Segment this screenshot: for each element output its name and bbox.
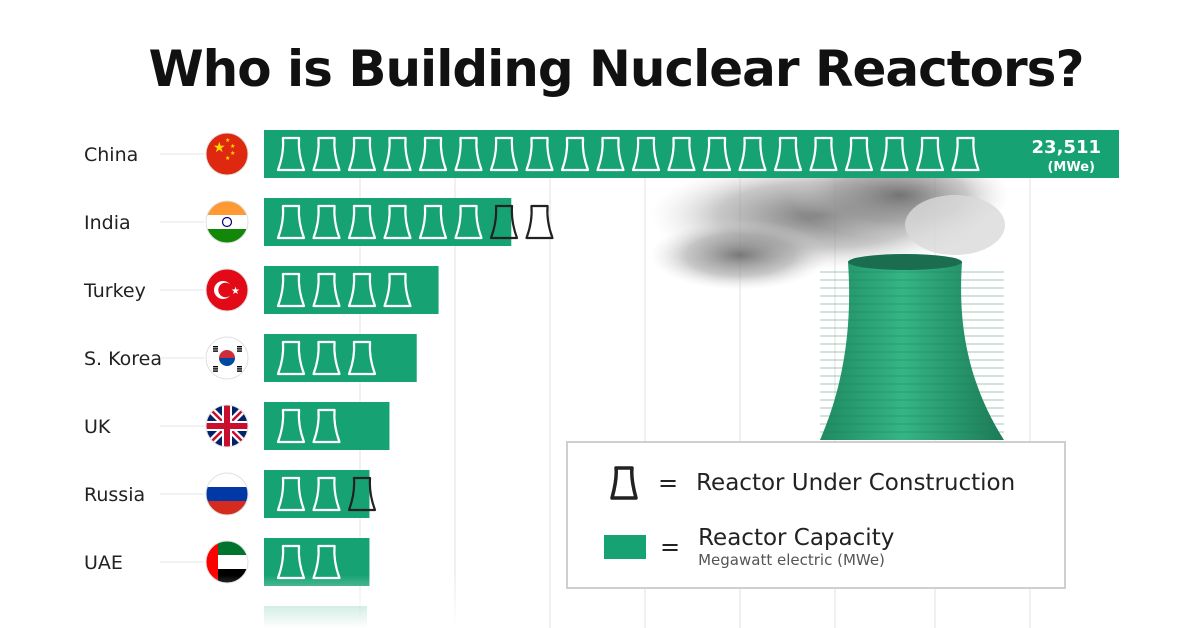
- bottom-fade: [0, 575, 460, 628]
- country-label: India: [84, 212, 131, 234]
- reactor-icon: [596, 136, 625, 172]
- reactor-icon: [347, 272, 377, 308]
- legend-reactor-label: Reactor Under Construction: [696, 470, 1016, 496]
- reactor-icon: [738, 136, 767, 172]
- reactor-icon: [312, 204, 341, 240]
- reactor-icon: [276, 204, 306, 240]
- reactor-icon: [347, 340, 377, 376]
- reactor-icon: [276, 136, 306, 172]
- turkey-flag: ★: [205, 268, 249, 312]
- bar-row: Russia: [84, 470, 377, 518]
- reactor-icon: [276, 408, 306, 444]
- reactor-icon: [560, 136, 590, 172]
- capacity-swatch: [604, 535, 646, 559]
- south-korea-flag: [205, 336, 249, 380]
- bar-row: Turkey ★: [83, 266, 439, 314]
- russia-flag: [205, 472, 249, 516]
- reactor-icon: [809, 136, 838, 172]
- legend-capacity-row: = Reactor Capacity Megawatt electric (MW…: [604, 525, 894, 569]
- country-label: Turkey: [83, 280, 146, 302]
- svg-text:★: ★: [231, 286, 240, 297]
- china-flag: ★★★★★: [205, 132, 249, 176]
- reactor-icon: [454, 136, 483, 172]
- reactor-icon: [880, 136, 909, 172]
- reactor-icon: [383, 272, 412, 308]
- bar-row: China★★★★★23,511(MWe): [84, 130, 1119, 178]
- uk-flag: [205, 404, 249, 448]
- legend-reactor-row: = Reactor Under Construction: [610, 465, 1015, 501]
- reactor-icon: [631, 136, 661, 172]
- country-label: S. Korea: [84, 348, 162, 370]
- country-label: UAE: [84, 552, 123, 574]
- reactor-icon: [383, 204, 412, 240]
- value-unit-label: (MWe): [1047, 160, 1095, 175]
- reactor-icon: [525, 204, 554, 240]
- reactor-icon: [347, 136, 377, 172]
- reactor-icon: [312, 408, 341, 444]
- legend-capacity-label: Reactor Capacity: [698, 525, 895, 551]
- reactor-icon: [312, 136, 341, 172]
- legend-equals: =: [660, 533, 681, 561]
- reactor-icon: [276, 340, 306, 376]
- reactor-icon: [312, 340, 341, 376]
- reactor-icon: [312, 476, 341, 512]
- legend-equals: =: [658, 469, 679, 497]
- cooling-tower-illustration: [650, 150, 1010, 440]
- country-label: Russia: [84, 484, 145, 506]
- reactor-icon: [702, 136, 732, 172]
- country-label: China: [84, 144, 138, 166]
- reactor-icon: [667, 136, 696, 172]
- reactor-icon: [347, 204, 377, 240]
- reactor-icon: [276, 476, 306, 512]
- reactor-icon: [610, 466, 638, 500]
- chart-title: Who is Building Nuclear Reactors?: [148, 40, 1085, 98]
- svg-text:★: ★: [213, 139, 226, 155]
- reactor-icon: [489, 136, 519, 172]
- reactor-icon: [418, 204, 448, 240]
- reactor-icon: [312, 272, 341, 308]
- bar-row: S. Korea: [84, 334, 417, 382]
- country-label: UK: [84, 416, 111, 438]
- bar-row: India: [84, 198, 554, 246]
- india-flag: [205, 200, 249, 244]
- reactor-icon: [383, 136, 412, 172]
- reactor-icon: [489, 204, 519, 240]
- reactor-icon: [525, 136, 554, 172]
- reactor-icon: [276, 272, 306, 308]
- svg-text:★: ★: [225, 155, 230, 162]
- value-label: 23,511: [1032, 137, 1101, 158]
- reactor-icon: [454, 204, 483, 240]
- bar-row: UK: [84, 402, 390, 450]
- legend-capacity-sub: Megawatt electric (MWe): [698, 551, 885, 569]
- reactor-icon: [773, 136, 803, 172]
- reactor-icon: [951, 136, 980, 172]
- svg-text:★: ★: [230, 150, 235, 157]
- svg-text:★: ★: [230, 143, 235, 150]
- reactor-icon: [915, 136, 945, 172]
- svg-text:★: ★: [225, 137, 230, 144]
- reactor-icon: [347, 476, 377, 512]
- reactor-icon: [844, 136, 874, 172]
- reactor-icon: [418, 136, 448, 172]
- legend: = Reactor Under Construction = Reactor C…: [566, 441, 1066, 589]
